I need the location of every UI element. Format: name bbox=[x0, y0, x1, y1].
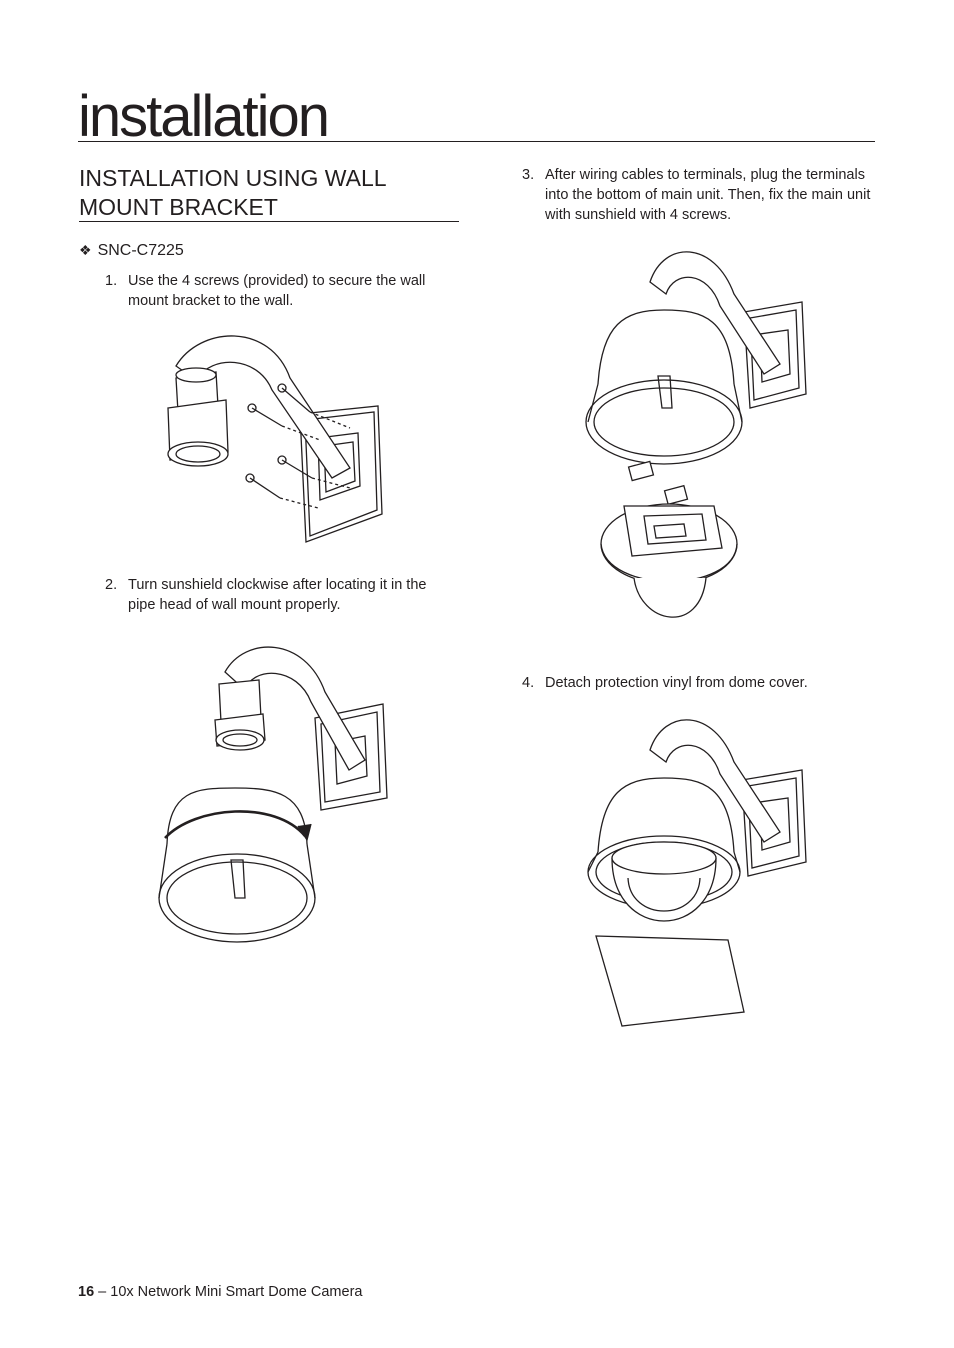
step-number: 1. bbox=[105, 273, 118, 289]
step-number: 4. bbox=[522, 675, 535, 691]
page-number: 16 bbox=[78, 1284, 95, 1300]
diamond-bullet-icon: ❖ bbox=[79, 242, 92, 258]
step-number: 2. bbox=[105, 577, 118, 593]
footer-text: – 10x Network Mini Smart Dome Camera bbox=[94, 1284, 363, 1300]
step-number: 3. bbox=[522, 167, 535, 183]
step-text: Detach protection vinyl from dome cover. bbox=[545, 675, 808, 691]
figure-wall-bracket-screws bbox=[160, 328, 390, 550]
figure-dome-vinyl bbox=[584, 712, 814, 1032]
section-title: INSTALLATION USING WALL MOUNT BRACKET bbox=[79, 165, 386, 220]
model-heading: ❖ SNC-C7225 bbox=[79, 242, 184, 260]
page-footer: 16 – 10x Network Mini Smart Dome Camera bbox=[78, 1284, 362, 1300]
step-text: Turn sunshield clockwise after locating … bbox=[128, 577, 427, 613]
model-name: SNC-C7225 bbox=[97, 242, 184, 259]
step-text: After wiring cables to terminals, plug t… bbox=[545, 167, 871, 223]
chapter-title: installation bbox=[78, 84, 330, 149]
figure-sunshield-rotation bbox=[155, 640, 395, 950]
chapter-title-rule bbox=[78, 141, 875, 142]
section-title-rule bbox=[79, 221, 459, 222]
step-text: Use the 4 screws (provided) to secure th… bbox=[128, 273, 426, 309]
figure-main-unit-terminals bbox=[584, 244, 814, 634]
